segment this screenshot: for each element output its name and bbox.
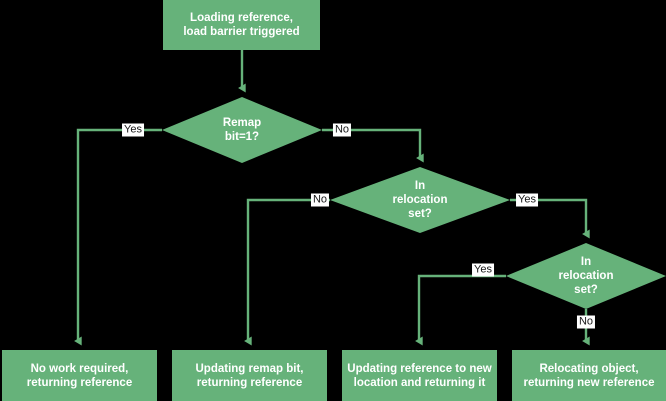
- node-end-relocating-object: [512, 350, 666, 401]
- node-end-updating-reference: [342, 350, 497, 401]
- edge-label-relocation-set-1-yes: Yes: [516, 193, 538, 207]
- node-relocation-set-1-decision: [330, 167, 510, 233]
- edge-relocation-set-1-no-to-updating-remap-bit: [244, 198, 330, 346]
- node-end-updating-remap-bit: [172, 350, 327, 401]
- node-end-no-work: [2, 350, 157, 401]
- edge-remap-no-to-relocation-set-1: [322, 128, 424, 163]
- edge-label-relocation-set-2-no: No: [576, 315, 596, 329]
- node-relocation-set-2-decision: [506, 243, 666, 309]
- edge-label-remap-yes: Yes: [122, 123, 144, 137]
- edge-label-relocation-set-2-yes: Yes: [472, 263, 494, 277]
- edge-remap-yes-to-no-work: [74, 128, 162, 346]
- edge-relocation-set-2-yes-to-updating-reference: [415, 274, 506, 346]
- node-start: [163, 0, 320, 50]
- node-remap-decision: [162, 97, 322, 163]
- edge-label-remap-no: No: [332, 123, 352, 137]
- edge-label-relocation-set-1-no: No: [310, 193, 330, 207]
